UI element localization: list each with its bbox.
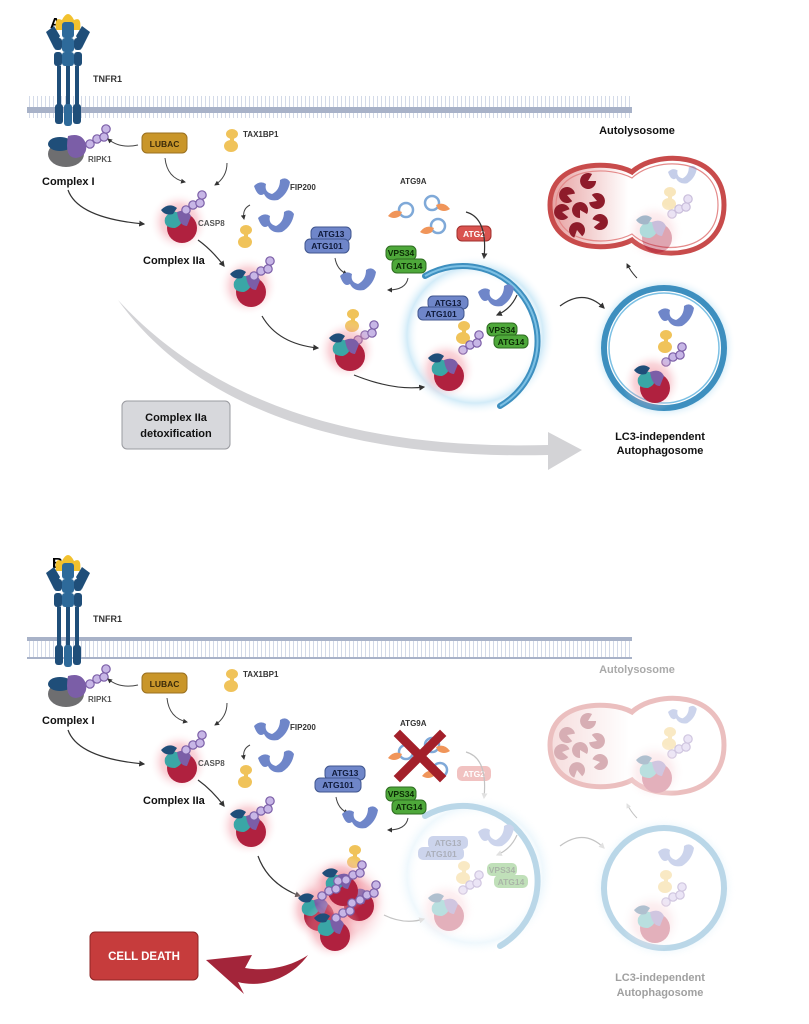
atg13-label: ATG13 xyxy=(435,838,462,848)
casp8-label: CASP8 xyxy=(198,219,225,228)
fip200-protein xyxy=(254,718,290,741)
cell-death-arrow xyxy=(206,955,308,994)
detox-label-1: Complex IIa xyxy=(145,412,208,424)
autophagosome-label-1: LC3-independent xyxy=(615,431,705,443)
autophagosome-label-2: Autophagosome xyxy=(617,987,704,999)
atg2-label: ATG2 xyxy=(463,769,485,779)
tax1bp1-bound xyxy=(238,225,252,248)
autolysosome-label: Autolysosome xyxy=(599,125,675,137)
lubac-box xyxy=(141,132,188,154)
atg101-label: ATG101 xyxy=(425,849,457,859)
plasma-membrane xyxy=(27,96,632,118)
panel-b: B TNFR1 RIPK1 Complex I LUBAC TAX1BP1 CA… xyxy=(27,555,736,999)
lubac-label: LUBAC xyxy=(150,679,180,689)
inhibition-x-icon xyxy=(393,729,447,783)
atg14-label: ATG14 xyxy=(396,261,423,271)
atg13-label: ATG13 xyxy=(435,298,462,308)
cell-death-label: CELL DEATH xyxy=(108,951,180,963)
ripk1-label: RIPK1 xyxy=(88,155,112,164)
complex-iia-aggregate xyxy=(286,853,392,960)
complex-i-label: Complex I xyxy=(42,715,95,727)
fip200-bound xyxy=(258,210,294,233)
autophagosome-label-2: Autophagosome xyxy=(617,445,704,457)
tax1bp1-label: TAX1BP1 xyxy=(243,130,279,139)
plasma-membrane xyxy=(27,637,632,659)
atg9a-vesicle xyxy=(423,194,452,213)
tax1bp1-label: TAX1BP1 xyxy=(243,670,279,679)
atg101-label: ATG101 xyxy=(311,241,343,251)
vps34-label: VPS34 xyxy=(489,865,516,875)
atg13-label: ATG13 xyxy=(318,229,345,239)
ripk1-label: RIPK1 xyxy=(88,695,112,704)
ub-chain xyxy=(85,124,111,149)
vps34-label: VPS34 xyxy=(388,248,415,258)
autolysosome-label: Autolysosome xyxy=(599,664,675,676)
tax1bp1-protein xyxy=(224,669,238,692)
vps34-label: VPS34 xyxy=(388,789,415,799)
faded-downstream: ATG2 ATG13 ATG101 VPS34 ATG14 xyxy=(383,695,736,960)
complex-i xyxy=(48,675,87,707)
tax1bp1-protein xyxy=(224,129,238,152)
casp8-label: CASP8 xyxy=(198,759,225,768)
detox-box xyxy=(121,400,231,450)
atg9a-vesicle xyxy=(386,201,415,220)
complex-i-label: Complex I xyxy=(42,176,95,188)
complex-iia-label: Complex IIa xyxy=(143,795,206,807)
autophagosome-label-1: LC3-independent xyxy=(615,972,705,984)
panel-letter: A xyxy=(50,15,61,32)
cell-death-box xyxy=(89,931,199,981)
detox-arrow xyxy=(118,300,582,470)
atg9a-label: ATG9A xyxy=(400,177,427,186)
atg14-label: ATG14 xyxy=(498,877,525,887)
atg14-label: ATG14 xyxy=(396,802,423,812)
vps34-label: VPS34 xyxy=(489,325,516,335)
atg2-label: ATG2 xyxy=(463,229,485,239)
atg14-label: ATG14 xyxy=(498,337,525,347)
fip200-bound xyxy=(340,268,376,291)
lubac-label: LUBAC xyxy=(150,139,180,149)
atg13-label: ATG13 xyxy=(332,768,359,778)
atg101-label: ATG101 xyxy=(425,309,457,319)
tnfr1-label: TNFR1 xyxy=(93,614,122,624)
atg9a-label: ATG9A xyxy=(400,719,427,728)
atg9a-vesicle xyxy=(418,217,447,236)
complex-iia-3 xyxy=(317,320,377,380)
atg101-label: ATG101 xyxy=(322,780,354,790)
complex-iia-4 xyxy=(416,340,476,400)
complex-iia-label: Complex IIa xyxy=(143,255,206,267)
ub-chain xyxy=(85,664,111,689)
detox-label-2: detoxification xyxy=(140,428,212,440)
fip200-label: FIP200 xyxy=(290,183,316,192)
fip200-label: FIP200 xyxy=(290,723,316,732)
complex-i xyxy=(48,135,87,167)
panel-a: A TNFR1 RIPK1 Complex I LUBAC TAX1BP1 CA… xyxy=(27,14,736,470)
tnfr1-label: TNFR1 xyxy=(93,74,122,84)
fip200-protein xyxy=(254,178,290,201)
